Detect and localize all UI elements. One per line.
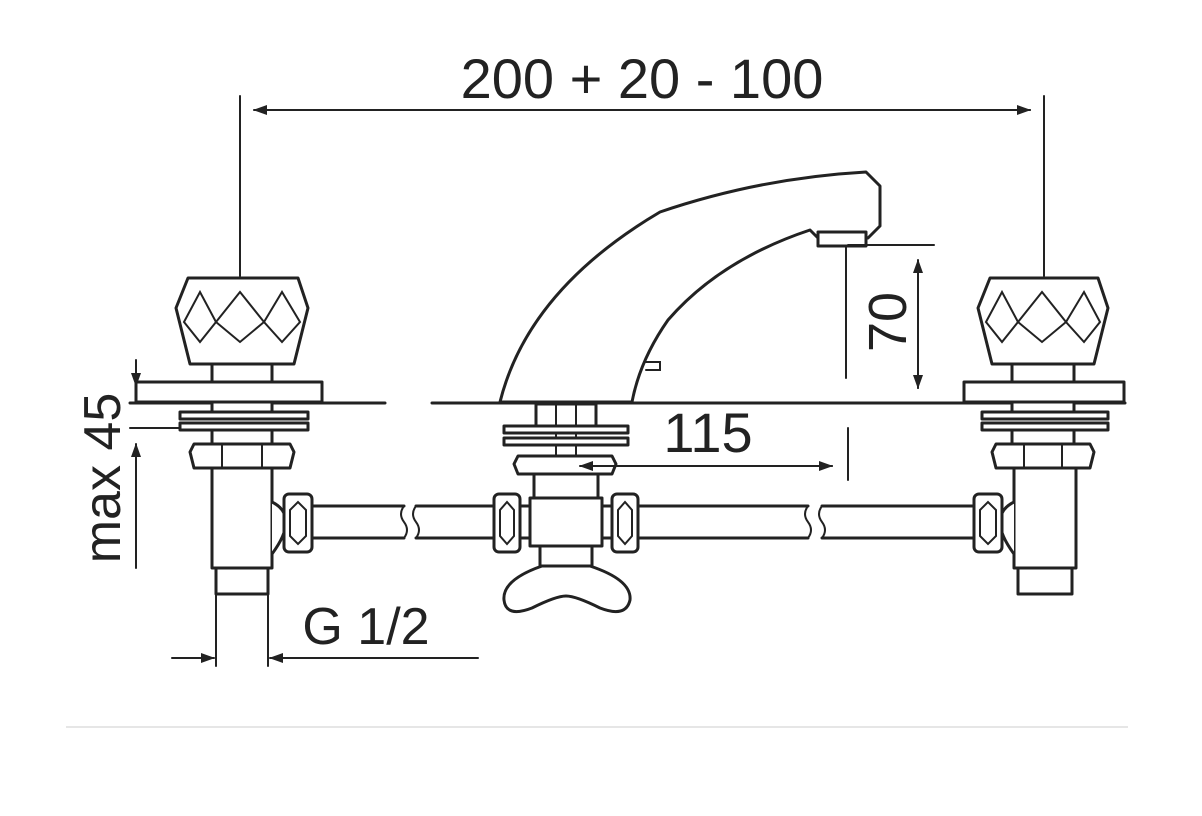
left-pipe [310,504,496,540]
max-thickness-label: max 45 [74,393,132,564]
left-nut [188,442,296,470]
right-escutcheon [962,380,1126,404]
spout-reach-label: 115 [663,401,752,464]
max-thickness-dimension: max 45 [74,359,181,569]
left-escutcheon [134,380,324,404]
left-inlet-thread [214,566,270,596]
width-label: 200 + 20 - 100 [461,47,824,110]
spout-body [492,402,640,614]
right-handle-knob [976,276,1110,366]
left-valve-body [210,466,274,570]
spout [498,170,882,404]
right-valve [962,276,1126,596]
left-valve [134,276,324,596]
thread-dimension: G 1/2 [171,593,479,667]
right-pipe [636,504,976,540]
right-valve-body [1012,466,1078,570]
footer-separator [66,726,1128,728]
spout-reach-dimension: 115 [579,401,849,481]
shutoff-wing-handle [502,564,632,614]
left-handle-knob [174,276,310,366]
right-nut [990,442,1096,470]
right-inlet-thread [1016,566,1074,596]
spout-height-dimension: 70 [845,244,935,389]
thread-label: G 1/2 [302,598,429,656]
width-dimension: 200 + 20 - 100 [239,47,1045,277]
spout-height-label: 70 [858,292,918,352]
tee-connector [528,496,604,548]
